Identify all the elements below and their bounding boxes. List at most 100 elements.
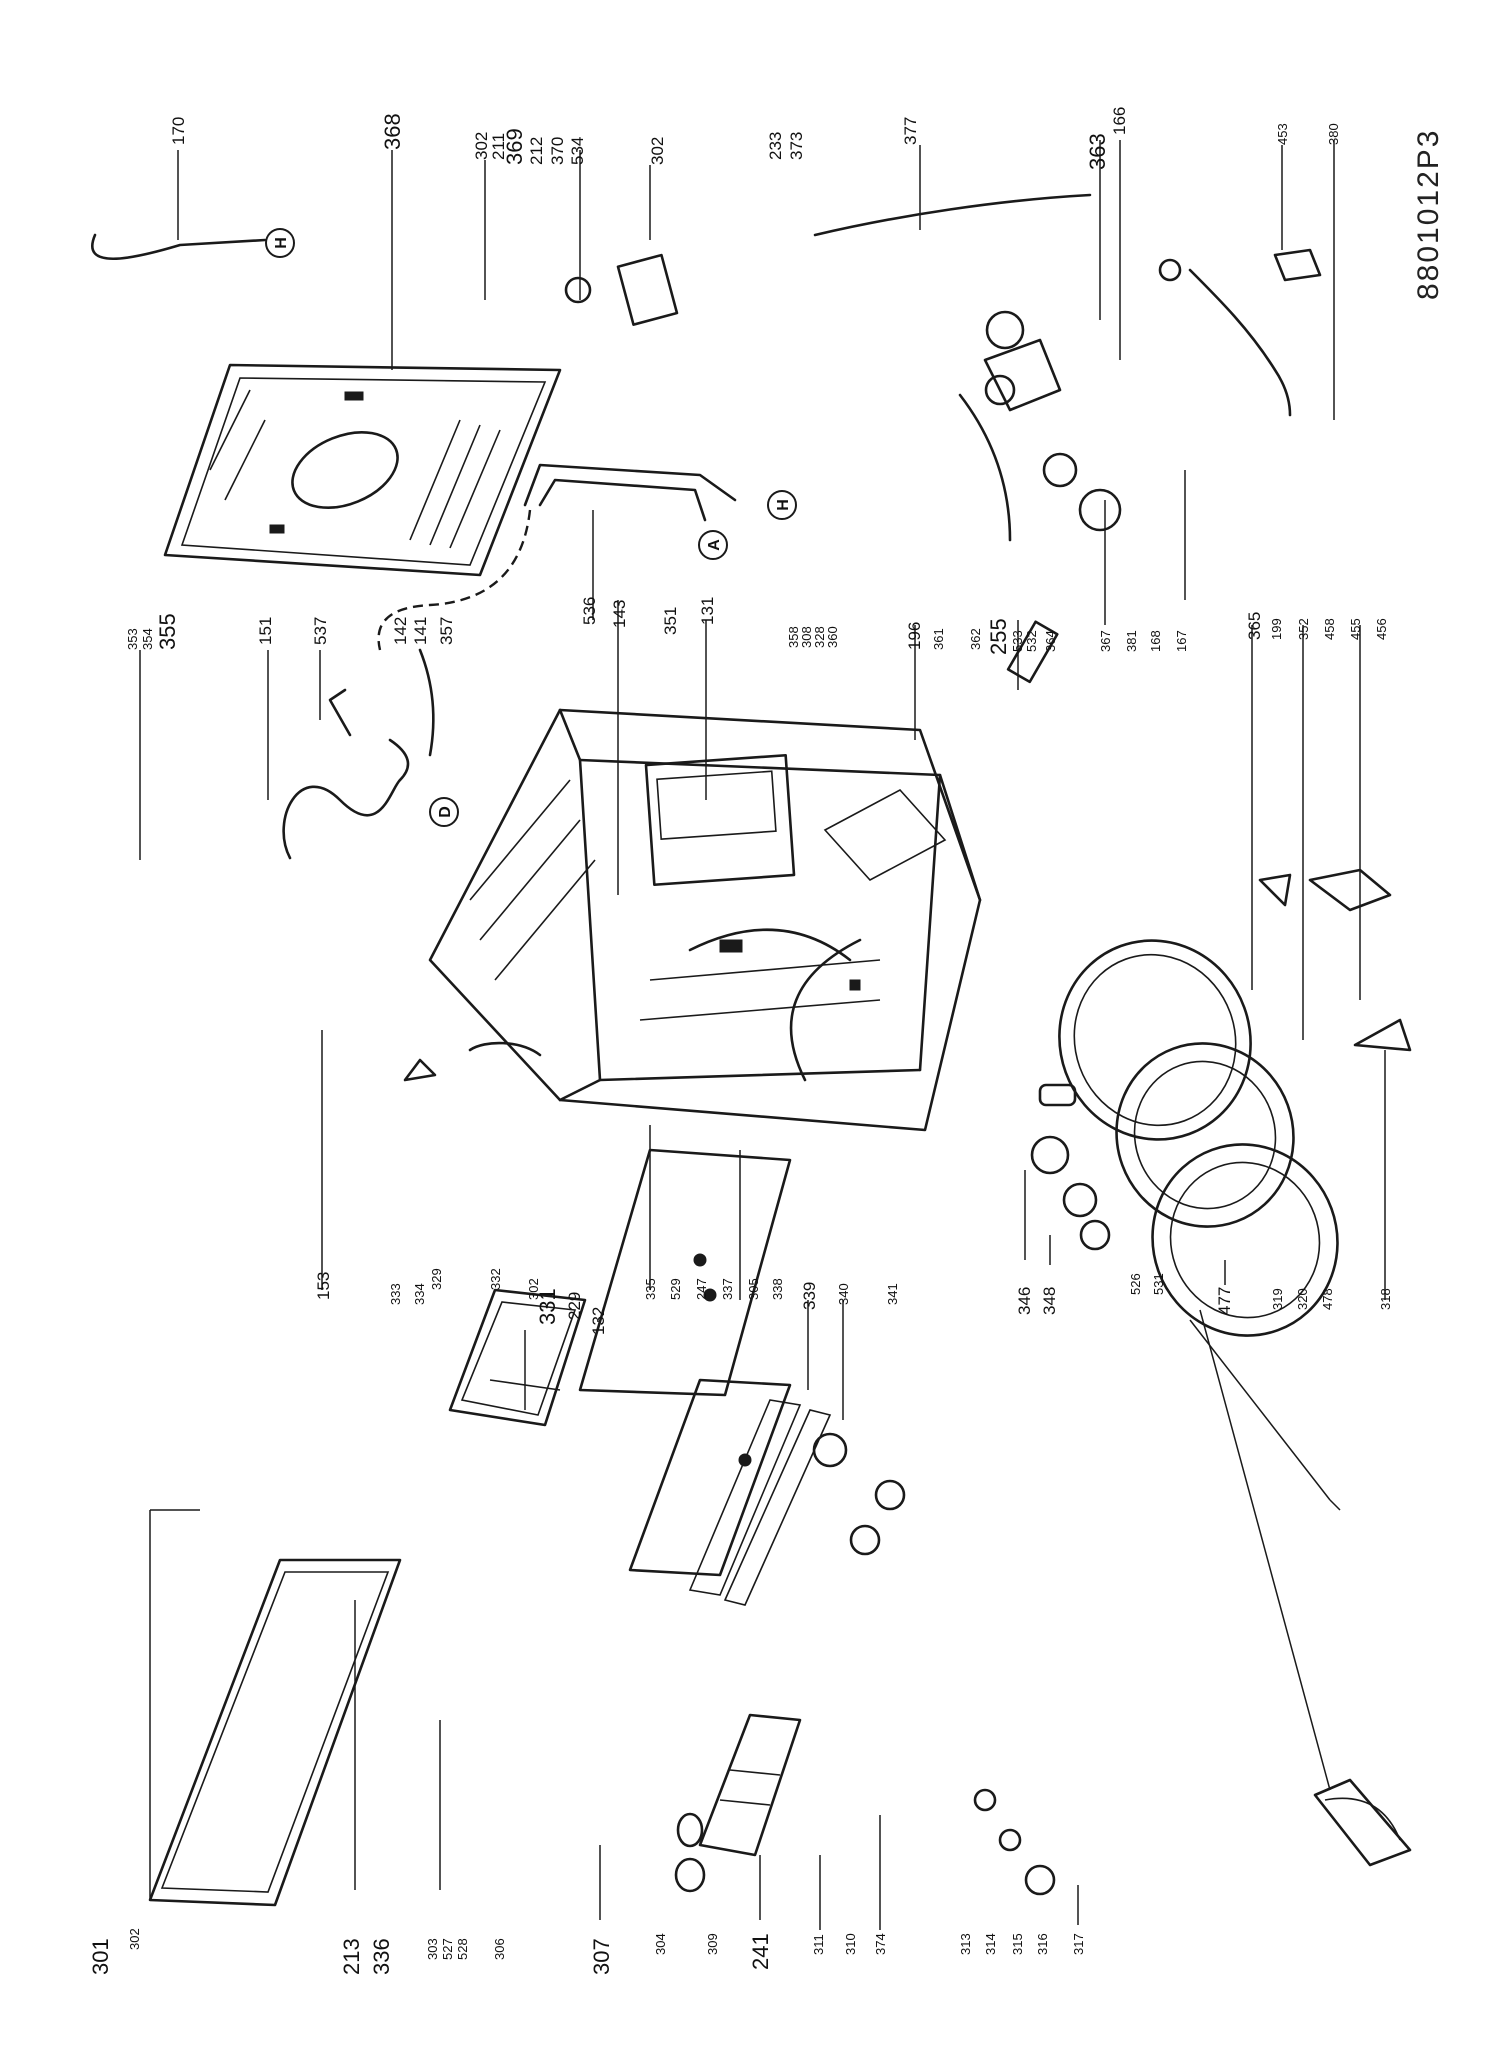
leader-lines (139, 140, 1386, 1930)
callout: 531 (1151, 1273, 1166, 1295)
top-cover (148, 1558, 402, 1907)
callout: 339 (800, 1282, 819, 1310)
detergent-drawer (698, 1713, 802, 1857)
callout: 329 (429, 1268, 444, 1290)
callout: 305 (746, 1278, 761, 1300)
callout: 380 (1326, 123, 1341, 145)
hoses (91, 193, 1292, 860)
callout: 302 (472, 132, 491, 160)
callout: 346 (1015, 1287, 1034, 1315)
callout: 341 (885, 1283, 900, 1305)
callout: 458 (1322, 618, 1337, 640)
callout: 310 (843, 1933, 858, 1955)
small-parts (403, 248, 1412, 1896)
callout: 354 (140, 628, 155, 650)
callout: 199 (1269, 618, 1284, 640)
callout: 355 (155, 613, 180, 650)
callout: 534 (568, 137, 587, 165)
door-assembly (1058, 939, 1339, 1337)
callout: 338 (770, 1278, 785, 1300)
callout: 132 (589, 1307, 608, 1335)
callout: 357 (437, 617, 456, 645)
callout: 141 (411, 617, 430, 645)
callout: 526 (1128, 1273, 1143, 1295)
callout: 358 (786, 626, 801, 648)
callout: 537 (311, 617, 330, 645)
callout: 319 (1270, 1288, 1285, 1310)
callout: 352 (1296, 618, 1311, 640)
callout: 151 (256, 617, 275, 645)
callout: 374 (873, 1933, 888, 1955)
callout: 213 (339, 1938, 364, 1975)
callout: 167 (1174, 630, 1189, 652)
connector-h-2: H (767, 490, 797, 520)
callout: 529 (668, 1278, 683, 1300)
callout: 142 (391, 617, 410, 645)
callout: 381 (1124, 630, 1139, 652)
callout: 302 (648, 137, 667, 165)
callout: 533 (1010, 630, 1025, 652)
heater-pipe (523, 463, 737, 522)
callout: 318 (1378, 1288, 1393, 1310)
callout: 196 (905, 622, 924, 650)
callout: 370 (548, 137, 567, 165)
callout: 131 (698, 597, 717, 625)
callout: 532 (1024, 630, 1039, 652)
callout: 353 (125, 628, 140, 650)
callout: 373 (787, 132, 806, 160)
callout: 453 (1275, 123, 1290, 145)
callout: 377 (901, 117, 920, 145)
svg-text:D: D (437, 806, 454, 818)
callouts: 170 368 302 211 369 212 370 534 302 233 … (88, 107, 1393, 1975)
callout: 302 (127, 1928, 142, 1950)
callout: 255 (986, 618, 1011, 655)
callout: 212 (527, 137, 546, 165)
callout: 233 (766, 132, 785, 160)
callout: 170 (169, 117, 188, 145)
callout: 456 (1374, 618, 1389, 640)
connector-h-1: H (265, 228, 295, 258)
callout: 309 (705, 1933, 720, 1955)
callout: 308 (799, 626, 814, 648)
callout: 307 (589, 1938, 614, 1975)
callout: 168 (1148, 630, 1163, 652)
callout: 528 (455, 1938, 470, 1960)
callout: 328 (812, 626, 827, 648)
callout: 455 (1348, 618, 1363, 640)
callout: 143 (610, 600, 629, 628)
callout: 536 (580, 597, 599, 625)
callout: 314 (983, 1933, 998, 1955)
control-panel (578, 1148, 832, 1606)
connector-a: A (698, 530, 728, 560)
connector-d: D (429, 797, 459, 827)
callout: 334 (412, 1283, 427, 1305)
callout: 311 (811, 1934, 826, 1955)
callout: 363 (1085, 133, 1110, 170)
drawing-code: 8801012P3 (1412, 129, 1445, 301)
svg-text:A: A (706, 539, 723, 551)
callout: 166 (1110, 107, 1129, 135)
callout: 301 (88, 1938, 113, 1975)
callout: 153 (314, 1272, 333, 1300)
svg-text:H: H (775, 499, 792, 511)
callout: 340 (836, 1283, 851, 1305)
callout: 364 (1043, 630, 1058, 652)
callout: 303 (425, 1938, 440, 1960)
callout: 477 (1215, 1287, 1234, 1315)
callout: 369 (502, 128, 527, 165)
callout: 313 (958, 1933, 973, 1955)
callout: 336 (369, 1938, 394, 1975)
callout: 360 (825, 626, 840, 648)
callout: 315 (1010, 1933, 1025, 1955)
callout: 335 (643, 1278, 658, 1300)
main-cabinet (428, 708, 982, 1132)
callout: 302 (526, 1278, 541, 1300)
callout: 211 (489, 133, 508, 160)
callout: 333 (388, 1283, 403, 1305)
svg-text:H: H (273, 237, 290, 249)
callout: 351 (661, 607, 680, 635)
callout: 241 (748, 1933, 773, 1970)
callout: 247 (694, 1278, 709, 1300)
callout: 368 (380, 113, 405, 150)
